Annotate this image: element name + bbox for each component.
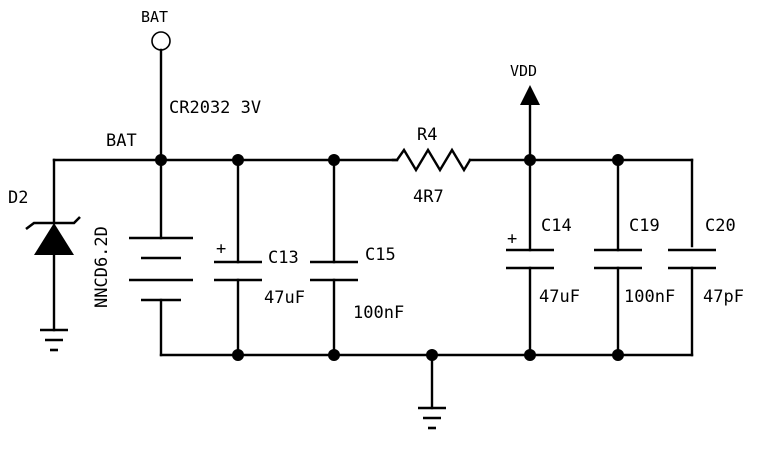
d2-ref-label: D2: [8, 188, 28, 208]
junction-dots: [155, 154, 624, 361]
r4-ref-label: R4: [417, 125, 437, 145]
c13-value-label: 47uF: [264, 288, 305, 308]
ground-icon: [418, 406, 446, 430]
port-circle-icon: [151, 31, 171, 51]
junction-dot: [524, 154, 536, 166]
c20-ref-label: C20: [705, 216, 736, 236]
r4-value-label: 4R7: [413, 187, 444, 207]
c15-ref-label: C15: [365, 245, 396, 265]
power-arrow-icon: [520, 85, 540, 105]
c19-value-label: 100nF: [624, 287, 675, 307]
junction-dot: [524, 349, 536, 361]
junction-dot: [612, 154, 624, 166]
junction-dot: [328, 154, 340, 166]
junction-dot: [232, 154, 244, 166]
capacitor-c14: + C14 47uF: [506, 158, 580, 357]
c14-polarity-mark: +: [507, 229, 517, 249]
junction-dot: [612, 349, 624, 361]
c14-ref-label: C14: [541, 216, 572, 236]
c13-ref-label: C13: [268, 248, 299, 268]
vdd-power: VDD: [510, 62, 540, 162]
c19-ref-label: C19: [629, 216, 660, 236]
junction-dot: [328, 349, 340, 361]
capacitor-c19: C19 100nF: [594, 158, 675, 357]
battery-value-label: CR2032 3V: [169, 98, 261, 118]
bat-net-label: BAT: [106, 131, 137, 151]
junction-dot: [232, 349, 244, 361]
zener-d2: D2 NNCD6.2D: [8, 158, 112, 352]
capacitor-c13: + C13 47uF: [214, 158, 305, 357]
vdd-label: VDD: [510, 62, 537, 80]
bat-port: BAT: [141, 8, 171, 162]
capacitor-c20: C20 47pF: [668, 216, 744, 357]
ground-icon: [40, 328, 68, 352]
zener-diode-icon: [34, 223, 74, 255]
capacitor-c15: C15 100nF: [310, 158, 404, 357]
bat-port-label: BAT: [141, 8, 168, 26]
top-rail: [52, 158, 694, 248]
junction-dot: [426, 349, 438, 361]
battery-cell: [129, 158, 193, 357]
resistor-r4: R4 4R7: [391, 125, 472, 207]
c20-value-label: 47pF: [703, 287, 744, 307]
c15-value-label: 100nF: [353, 303, 404, 323]
bottom-rail: [159, 353, 694, 410]
c13-polarity-mark: +: [216, 239, 226, 259]
c14-value-label: 47uF: [539, 287, 580, 307]
d2-part-label: NNCD6.2D: [92, 226, 112, 308]
junction-dot: [155, 154, 167, 166]
